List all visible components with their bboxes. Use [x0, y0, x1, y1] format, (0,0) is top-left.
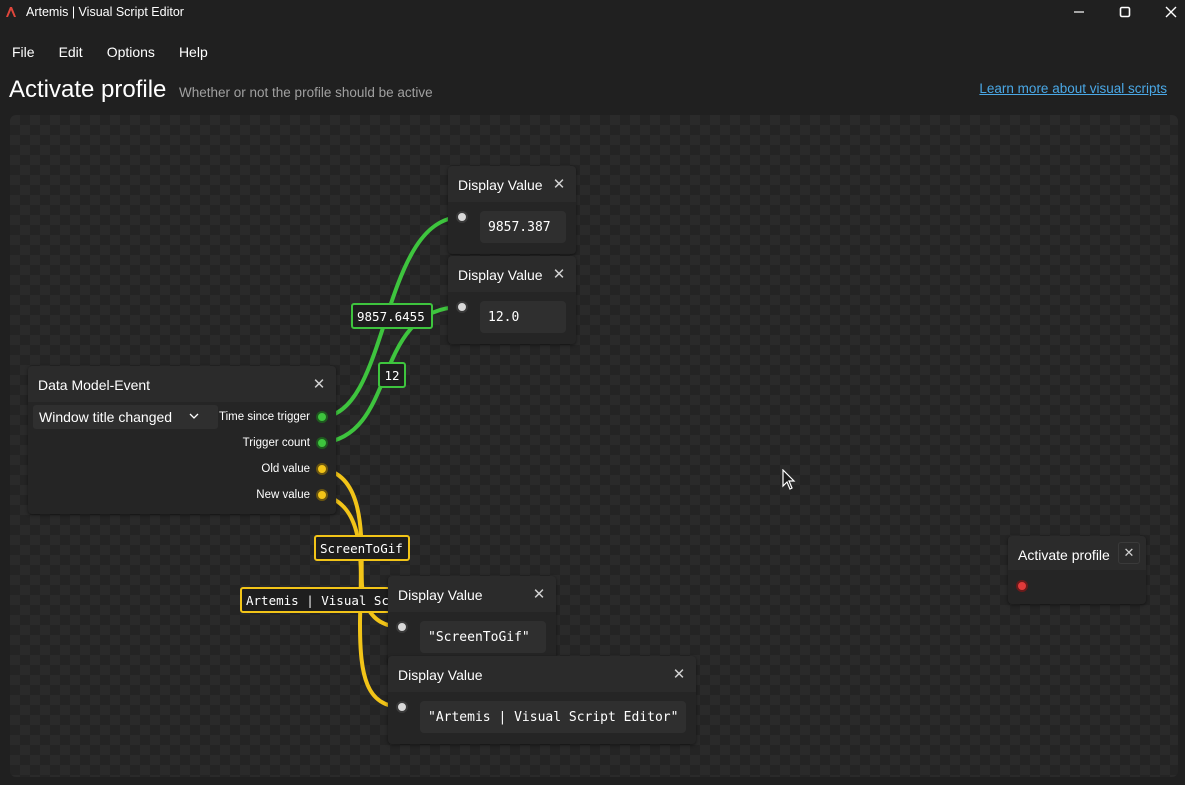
node-title: Display Value — [398, 587, 483, 603]
display-value: "Artemis | Visual Script Editor" — [420, 701, 686, 733]
close-node-icon[interactable]: ✕ — [552, 176, 566, 193]
wire-value-time-since-trigger: 9857.6455 — [351, 303, 433, 329]
menu-edit[interactable]: Edit — [58, 44, 83, 60]
output-label-time-since-trigger: Time since trigger — [219, 411, 310, 423]
node-display-value-3[interactable]: Display Value ✕ "ScreenToGif" — [388, 576, 556, 664]
close-icon — [1165, 6, 1177, 18]
menu-help[interactable]: Help — [178, 44, 208, 60]
artemis-logo-icon — [6, 7, 16, 17]
menu-file[interactable]: File — [12, 44, 35, 60]
node-title: Display Value — [458, 177, 543, 193]
close-node-icon[interactable]: ✕ — [312, 376, 326, 393]
node-header[interactable]: Display Value ✕ — [388, 656, 696, 692]
mouse-cursor-icon — [782, 469, 796, 490]
learn-more-link[interactable]: Learn more about visual scripts — [979, 81, 1167, 96]
node-data-model-event[interactable]: Data Model-Event ✕ Window title changed … — [28, 366, 336, 514]
display-value: "ScreenToGif" — [420, 621, 546, 653]
output-pin-trigger-count[interactable] — [316, 437, 328, 449]
node-display-value-2[interactable]: Display Value ✕ 12.0 — [448, 256, 576, 344]
title-bar: Artemis | Visual Script Editor — [0, 0, 1185, 24]
close-node-icon[interactable]: ✕ — [532, 586, 546, 603]
chevron-down-icon — [189, 413, 199, 419]
output-pin-time-since-trigger[interactable] — [316, 411, 328, 423]
node-activate-profile[interactable]: Activate profile ✕ — [1008, 536, 1146, 604]
maximize-button[interactable] — [1102, 0, 1148, 24]
input-pin[interactable] — [396, 701, 408, 713]
display-value: 12.0 — [480, 301, 566, 333]
minimize-button[interactable] — [1056, 0, 1102, 24]
minimize-icon — [1074, 11, 1084, 13]
maximize-icon — [1119, 6, 1131, 18]
output-label-old-value: Old value — [261, 463, 310, 475]
node-title: Data Model-Event — [38, 377, 151, 393]
close-node-icon[interactable]: ✕ — [672, 666, 686, 683]
node-display-value-1[interactable]: Display Value ✕ 9857.387 — [448, 166, 576, 254]
input-pin[interactable] — [456, 211, 468, 223]
close-node-icon[interactable]: ✕ — [1118, 542, 1140, 564]
node-display-value-4[interactable]: Display Value ✕ "Artemis | Visual Script… — [388, 656, 696, 744]
page-subtitle: Whether or not the profile should be act… — [179, 85, 433, 100]
close-window-button[interactable] — [1148, 0, 1185, 24]
input-pin[interactable] — [456, 301, 468, 313]
wire-value-old-value: ScreenToGif — [314, 535, 410, 561]
node-title: Activate profile — [1018, 547, 1110, 563]
close-node-icon[interactable]: ✕ — [552, 266, 566, 283]
input-pin[interactable] — [396, 621, 408, 633]
event-select-value: Window title changed — [39, 409, 173, 425]
output-label-new-value: New value — [256, 489, 310, 501]
node-header[interactable]: Display Value ✕ — [448, 256, 576, 292]
wire-new-value[interactable] — [321, 493, 403, 709]
node-header[interactable]: Display Value ✕ — [388, 576, 556, 612]
output-pin-new-value[interactable] — [316, 489, 328, 501]
input-pin-active[interactable] — [1016, 580, 1028, 592]
menu-options[interactable]: Options — [106, 44, 155, 60]
page-title: Activate profile — [9, 76, 167, 103]
node-title: Display Value — [398, 667, 483, 683]
menu-bar: File Edit Options Help — [0, 38, 220, 66]
display-value: 9857.387 — [480, 211, 566, 243]
output-label-trigger-count: Trigger count — [242, 437, 310, 449]
node-header[interactable]: Display Value ✕ — [448, 166, 576, 202]
event-select[interactable]: Window title changed — [33, 405, 218, 429]
node-title: Display Value — [458, 267, 543, 283]
node-header[interactable]: Activate profile ✕ — [1008, 536, 1146, 570]
script-canvas[interactable]: Data Model-Event ✕ Window title changed … — [10, 115, 1178, 777]
window-title: Artemis | Visual Script Editor — [26, 5, 184, 19]
output-pin-old-value[interactable] — [316, 463, 328, 475]
wire-value-trigger-count: 12 — [378, 362, 406, 388]
node-header[interactable]: Data Model-Event ✕ — [28, 366, 336, 402]
